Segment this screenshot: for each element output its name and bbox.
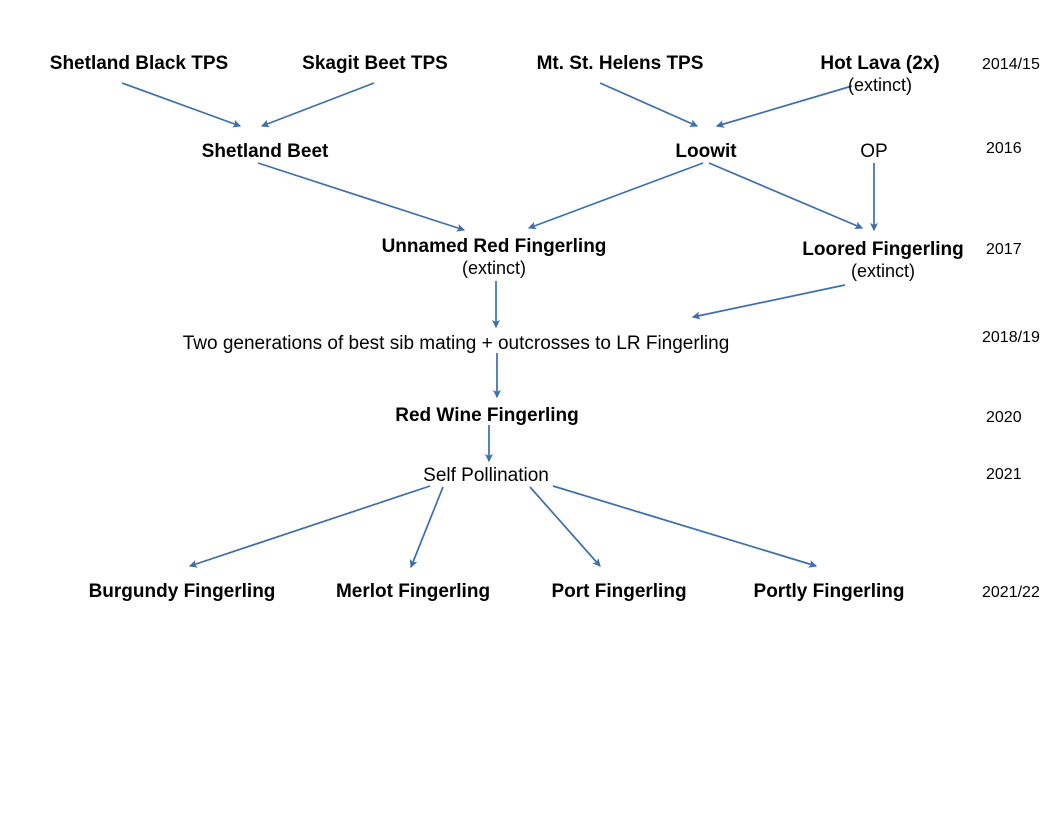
year-label-2016: 2016	[986, 140, 1022, 157]
edge-arrow	[409, 486, 444, 569]
edge-arrow	[257, 162, 466, 232]
node-red-wine-fingerling[interactable]: Red Wine Fingerling	[395, 405, 579, 427]
year-label-2021: 2021	[986, 466, 1022, 483]
node-label: Port Fingerling	[551, 581, 687, 602]
edge-arrow	[121, 82, 242, 128]
node-mt-st-helens-tps[interactable]: Mt. St. Helens TPS	[536, 53, 704, 75]
year-label-2014-15: 2014/15	[982, 56, 1040, 73]
year-label-2021-22: 2021/22	[982, 584, 1040, 601]
edge-arrow	[552, 485, 818, 568]
year-label-2017: 2017	[986, 241, 1022, 258]
node-sib-mating[interactable]: Two generations of best sib mating + out…	[182, 333, 730, 355]
edge-arrow	[527, 162, 704, 230]
node-label: Portly Fingerling	[753, 581, 905, 602]
year-label-2020: 2020	[986, 409, 1022, 426]
node-status-note: (extinct)	[461, 257, 527, 278]
node-label: Loored Fingerling	[802, 239, 964, 260]
edge-arrow	[529, 486, 601, 567]
node-portly-fingerling[interactable]: Portly Fingerling	[753, 581, 905, 603]
node-label: Unnamed Red Fingerling	[381, 236, 607, 257]
node-label: Loowit	[675, 141, 737, 162]
edge-arrow	[188, 485, 431, 568]
node-label: Red Wine Fingerling	[395, 405, 579, 426]
node-label: Two generations of best sib mating + out…	[182, 333, 730, 354]
edge-arrow	[708, 162, 864, 229]
node-loored-fingerling[interactable]: Loored Fingerling(extinct)	[802, 239, 964, 281]
edge-arrow	[260, 82, 375, 128]
node-loowit[interactable]: Loowit	[675, 141, 737, 163]
node-label: Self Pollination	[423, 465, 549, 486]
node-label: OP	[860, 141, 888, 162]
node-label: Shetland Black TPS	[49, 53, 229, 74]
edge-arrow	[691, 284, 846, 320]
year-label-2018-19: 2018/19	[982, 329, 1040, 346]
node-label: Skagit Beet TPS	[302, 53, 448, 74]
node-hot-lava-2x[interactable]: Hot Lava (2x)(extinct)	[820, 53, 940, 95]
node-shetland-beet[interactable]: Shetland Beet	[201, 141, 329, 163]
node-burgundy-fingerling[interactable]: Burgundy Fingerling	[88, 581, 276, 603]
node-status-note: (extinct)	[850, 260, 915, 281]
node-label: Shetland Beet	[201, 141, 329, 162]
node-shetland-black-tps[interactable]: Shetland Black TPS	[49, 53, 229, 75]
node-label: Merlot Fingerling	[335, 581, 491, 602]
node-port-fingerling[interactable]: Port Fingerling	[551, 581, 687, 603]
edge-group	[121, 82, 878, 569]
node-status-note: (extinct)	[847, 74, 912, 95]
node-self-pollination[interactable]: Self Pollination	[423, 465, 549, 487]
node-unnamed-red-fingerling[interactable]: Unnamed Red Fingerling(extinct)	[381, 236, 607, 278]
node-label: Burgundy Fingerling	[88, 581, 276, 602]
node-skagit-beet-tps[interactable]: Skagit Beet TPS	[302, 53, 448, 75]
node-merlot-fingerling[interactable]: Merlot Fingerling	[335, 581, 491, 603]
node-label: Hot Lava (2x)	[820, 53, 940, 74]
edge-arrow	[715, 85, 853, 128]
node-op[interactable]: OP	[860, 141, 888, 163]
edge-arrow	[599, 82, 699, 127]
node-label: Mt. St. Helens TPS	[536, 53, 704, 74]
